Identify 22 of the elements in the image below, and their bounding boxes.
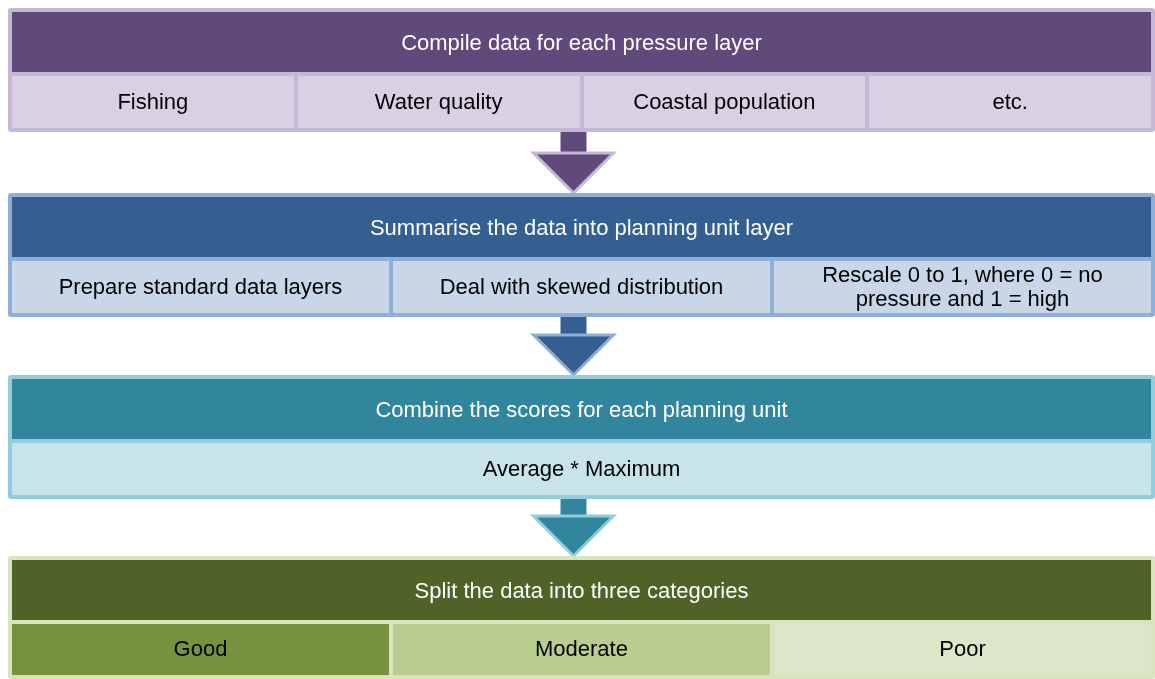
step-panel — [8, 193, 1155, 317]
down-arrow — [532, 499, 615, 558]
sub-step-cell: Coastal population — [583, 76, 866, 128]
sub-step-cell: Average * Maximum — [12, 443, 1151, 495]
step-heading: Summarise the data into planning unit layer — [12, 197, 1151, 257]
step-panel — [8, 556, 1155, 679]
sub-step-cell: Water quality — [297, 76, 580, 128]
sub-step-cell: Moderate — [393, 624, 770, 675]
sub-step-cell: etc. — [869, 76, 1151, 128]
sub-step-cell: Rescale 0 to 1, where 0 = no pressure and 1 = high — [774, 261, 1151, 313]
step-panel — [8, 8, 1155, 132]
down-arrow — [532, 317, 615, 377]
sub-step-cell: Good — [12, 624, 389, 675]
step-panel — [8, 375, 1155, 499]
sub-step-cell: Fishing — [12, 76, 294, 128]
sub-step-cell: Prepare standard data layers — [12, 261, 389, 313]
step-heading: Combine the scores for each planning unit — [12, 379, 1151, 439]
down-arrow — [532, 132, 615, 195]
sub-step-cell: Deal with skewed distribution — [393, 261, 770, 313]
step-heading: Split the data into three categories — [12, 560, 1151, 620]
step-heading: Compile data for each pressure layer — [12, 12, 1151, 72]
sub-step-cell: Poor — [774, 624, 1151, 675]
